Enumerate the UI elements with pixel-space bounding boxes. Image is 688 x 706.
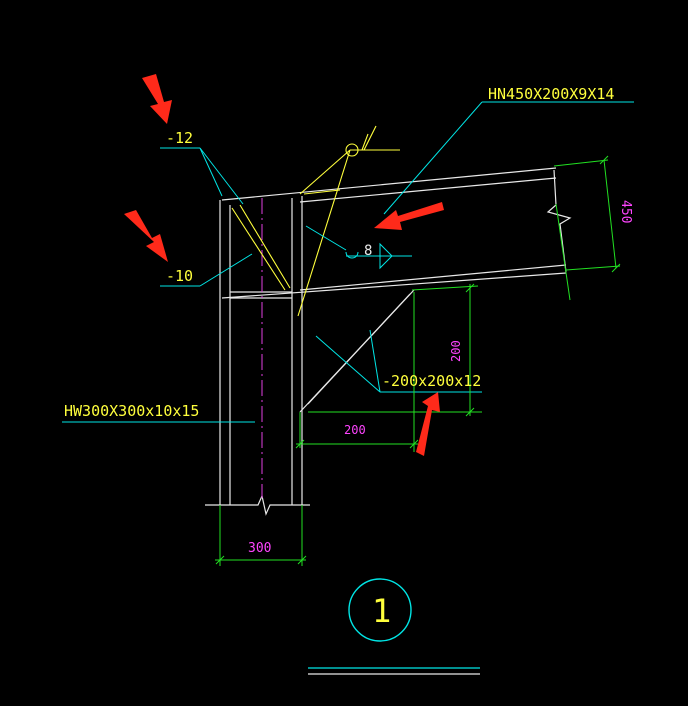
column-section-label: HW300X300x10x15 — [64, 402, 199, 420]
red-arrow-icon — [142, 74, 172, 124]
leader-lines — [62, 101, 634, 423]
panel-diagonal-stiffener — [231, 204, 291, 291]
detail-number: 1 — [372, 592, 391, 630]
column — [205, 196, 310, 516]
red-arrow-icon — [416, 392, 440, 456]
weld-reference — [305, 225, 412, 270]
dim-stiffener-horizontal: 200 — [344, 423, 366, 437]
red-arrow-icon — [374, 202, 444, 230]
stiffener-plate-label: -200x200x12 — [382, 372, 481, 390]
beam — [221, 167, 572, 299]
dimension-lines — [215, 155, 621, 566]
dim-stiffener-vertical: 200 — [449, 340, 463, 362]
haunch-stiffener — [299, 289, 415, 413]
detail-marker: 1 — [308, 578, 480, 675]
weld-symbol — [297, 125, 400, 317]
weld-size-label: 8 — [364, 243, 372, 259]
plate-mid-label: -10 — [166, 267, 193, 285]
red-annotation-arrows — [124, 74, 444, 456]
plate-top-label: -12 — [166, 129, 193, 147]
beam-section-label: HN450X200X9X14 — [488, 85, 614, 103]
red-arrow-icon — [124, 210, 168, 262]
dim-beam-depth: 450 — [618, 200, 633, 223]
dim-column-width: 300 — [248, 541, 271, 556]
